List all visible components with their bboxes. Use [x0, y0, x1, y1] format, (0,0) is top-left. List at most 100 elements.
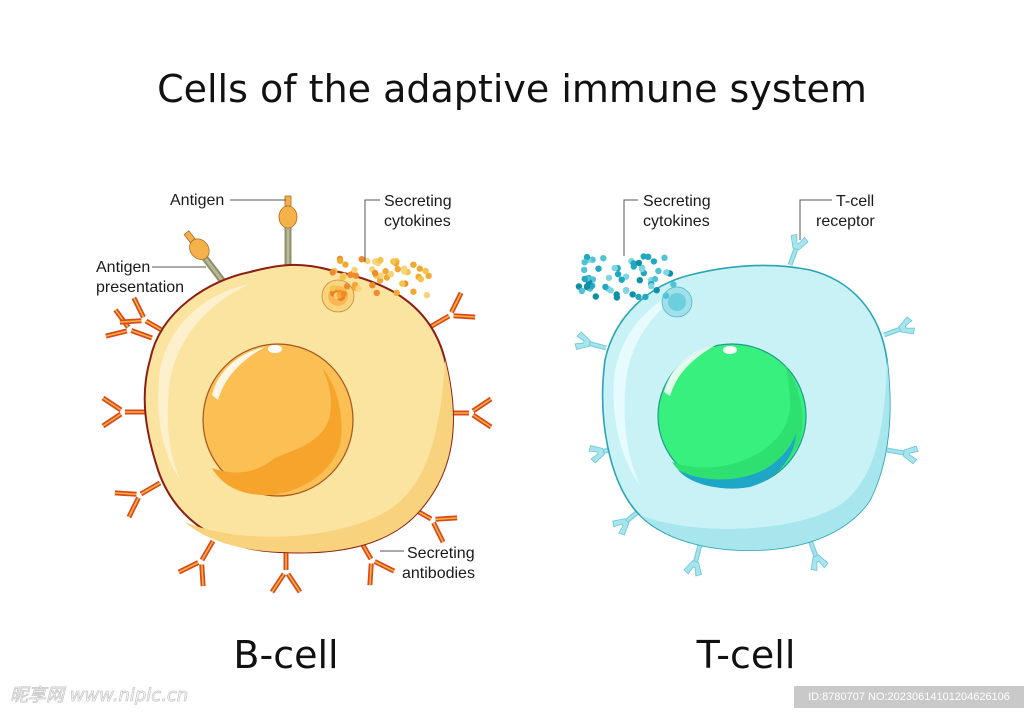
cytokine-dot: [376, 257, 384, 264]
cytokine-dot: [329, 269, 336, 276]
cytokine-dot: [589, 256, 596, 263]
cytokine-dot: [342, 261, 349, 268]
cytokine-dot: [581, 266, 588, 274]
cytokine-dot: [629, 291, 636, 298]
cytokine-dot: [670, 281, 677, 288]
cytokine-dot: [581, 259, 588, 266]
t-cell-receptor-icon: [574, 331, 607, 351]
cytokine-dot: [642, 293, 649, 301]
cytokine-dot: [595, 265, 602, 272]
cytokine-dot: [401, 268, 408, 275]
b-cell-nucleus: [202, 343, 354, 497]
cytokine-dot: [583, 253, 591, 261]
cytokine-dot: [382, 268, 389, 275]
cytokine-dot: [607, 287, 614, 294]
t-cell-cytoplasm-shade: [640, 360, 890, 551]
label-tcell-receptor-1: T-cell: [836, 193, 874, 210]
b-cell-cytoplasm-highlight: [158, 284, 250, 480]
cytokine-dot: [575, 283, 583, 290]
diagram-title: Cells of the adaptive immune system: [157, 67, 867, 111]
cytokine-dot: [592, 293, 599, 300]
cytokine-dot: [636, 277, 643, 284]
b-cell-cytoplasm-shade: [185, 360, 453, 553]
label-antigen: Antigen: [170, 192, 224, 209]
t-cell-nucleus: [657, 343, 807, 489]
b-cell-title: B-cell: [233, 633, 338, 677]
label-b-secreting-cytokines-1: Secreting: [384, 193, 452, 210]
cytokine-dot: [663, 269, 670, 276]
cytokine-dot: [611, 264, 618, 272]
t-cell-receptor-icon: [787, 234, 809, 266]
cytokine-dot: [583, 283, 591, 290]
cytokine-dot: [410, 288, 417, 295]
cytokine-dot: [650, 258, 658, 265]
cytokine-dot: [371, 269, 379, 277]
cytokine-dot: [618, 276, 625, 283]
label-b-secreting-cytokines-2: cytokines: [384, 213, 451, 230]
label-t-secreting-cytokines-1: Secreting: [643, 193, 711, 210]
cytokine-dot: [651, 275, 659, 283]
t-cell-title: T-cell: [696, 633, 796, 677]
cytokine-dot: [336, 257, 344, 264]
cytokine-dot: [662, 292, 670, 299]
cytokine-dot: [417, 275, 424, 283]
cytokine-dot: [423, 291, 431, 299]
label-t-secreting-cytokines-2: cytokines: [643, 213, 710, 230]
leader-tcell-receptor: [799, 199, 832, 240]
cytokine-dot: [661, 254, 668, 261]
cytokine-dot: [329, 285, 336, 292]
cytokine-dot: [393, 289, 400, 296]
watermark-logo-text: 昵享网 www.nipic.cn: [10, 685, 188, 706]
cytokine-dot: [355, 285, 362, 292]
cytokine-dot: [600, 255, 607, 262]
cytokine-dot: [399, 280, 406, 287]
cytokine-dot: [635, 259, 643, 267]
cytokine-dot: [364, 257, 371, 265]
cytokine-dot: [638, 265, 646, 273]
label-secreting-antibodies-1: Secreting: [407, 545, 475, 562]
cytokine-dot: [630, 263, 637, 270]
cytokine-dot: [343, 283, 351, 290]
antibody-icon: [269, 548, 303, 594]
cytokine-dot: [581, 275, 588, 283]
cytokine-dot: [339, 273, 346, 281]
b-cell-cytokines: [329, 255, 432, 299]
label-tcell-receptor-2: receptor: [816, 213, 875, 230]
label-antigen-presentation-1: Antigen: [96, 259, 150, 276]
cytokine-dot: [648, 283, 655, 290]
t-cell-cytoplasm-highlight: [613, 288, 690, 485]
antibody-icon: [105, 308, 153, 341]
antigen-presented-icon: [183, 230, 210, 260]
cytokine-dot: [605, 274, 613, 281]
t-cell-receptor-icon: [683, 544, 703, 577]
t-cell-cytokines: [575, 253, 677, 301]
cytokine-dot: [416, 265, 423, 272]
cytokine-dot: [369, 282, 376, 289]
b-cell-antibodies: [101, 291, 493, 594]
antibody-icon: [177, 539, 216, 587]
cytokine-dot: [613, 294, 621, 301]
t-cell-receptor-icon: [886, 445, 919, 465]
cytokine-dot: [358, 256, 365, 263]
cytokine-dot: [635, 293, 642, 301]
t-cell-secretory-vesicle: [661, 286, 693, 318]
t-cell-receptor-icon: [883, 316, 915, 338]
cytokine-dot: [390, 258, 397, 265]
label-secreting-antibodies-2: antibodies: [402, 565, 475, 582]
t-cell: Secreting cytokines T-cell receptor T-ce…: [574, 193, 919, 677]
antibody-icon: [101, 395, 147, 429]
cytokine-dot: [373, 289, 380, 297]
cytokine-dot: [622, 287, 630, 294]
leader-b-secreting-cytokines: [364, 199, 380, 262]
b-cell: Antigen Antigen presentation Secreting c…: [96, 192, 493, 677]
antibody-icon: [114, 480, 162, 519]
cytokine-dot: [410, 261, 417, 268]
cytokine-dot: [655, 267, 662, 275]
cytokine-dot: [376, 277, 384, 284]
cytokine-dot: [351, 266, 358, 273]
antibody-icon: [428, 291, 476, 330]
cytokine-dot: [377, 272, 384, 279]
cytokine-dot: [422, 267, 429, 275]
cytokine-dot: [578, 287, 586, 295]
